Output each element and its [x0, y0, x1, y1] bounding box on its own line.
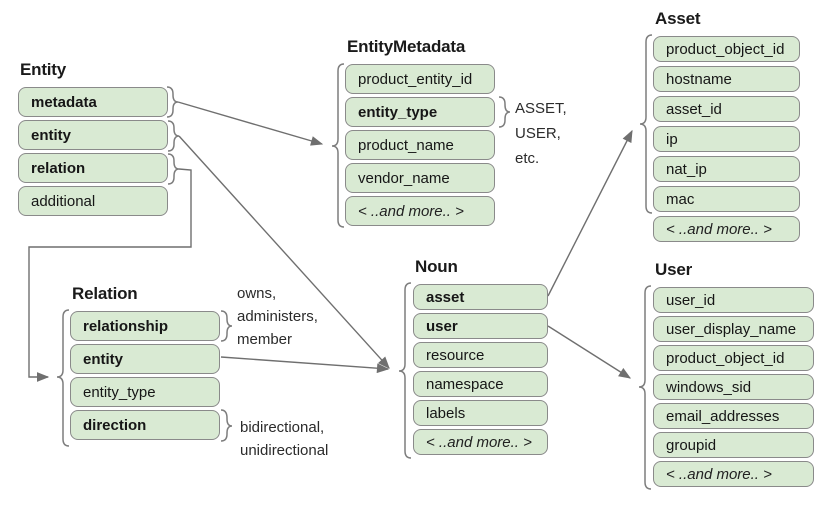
field-user: user	[413, 313, 548, 339]
brace-user-left	[638, 285, 652, 490]
entity-type-values-note: ASSET, USER, etc.	[515, 96, 567, 171]
note-line: bidirectional,	[240, 419, 325, 436]
user-rows: user_id user_display_name product_object…	[653, 287, 814, 487]
field-nat-ip: nat_ip	[653, 156, 800, 182]
field-mac: mac	[653, 186, 800, 212]
brace-entity-type-values	[498, 96, 511, 128]
entity-metadata-rows: product_entity_id entity_type product_na…	[345, 64, 495, 226]
field-resource: resource	[413, 342, 548, 368]
field-windows-sid: windows_sid	[653, 374, 814, 400]
user-table-title: User	[655, 260, 693, 279]
field-entity: entity	[18, 120, 168, 150]
asset-table: Asset product_object_id hostname asset_i…	[653, 9, 800, 242]
entity-rows: metadata entity relation additional	[18, 87, 168, 216]
direction-values-note: bidirectional, unidirectional	[240, 416, 328, 462]
brace-relation-left	[56, 309, 70, 447]
field-relation: relation	[18, 153, 168, 183]
field-and-more: < ..and more.. >	[653, 216, 800, 242]
note-line: etc.	[515, 150, 540, 167]
brace-entitymetadata-left	[331, 63, 345, 228]
brace-relationship-values	[220, 310, 233, 342]
arrow-noun-user-to-user	[547, 325, 632, 379]
brace-noun-left	[398, 282, 412, 459]
field-hostname: hostname	[653, 66, 800, 92]
field-product-name: product_name	[345, 130, 495, 160]
field-ip: ip	[653, 126, 800, 152]
brace-entity-relation-row	[167, 153, 180, 185]
noun-table: Noun asset user resource namespace label…	[413, 257, 548, 455]
field-asset: asset	[413, 284, 548, 310]
field-email-addresses: email_addresses	[653, 403, 814, 429]
field-entity-type: entity_type	[70, 377, 220, 407]
field-entity: entity	[70, 344, 220, 374]
field-entity-type: entity_type	[345, 97, 495, 127]
field-user-display-name: user_display_name	[653, 316, 814, 342]
relation-rows: relationship entity entity_type directio…	[70, 311, 220, 440]
note-line: ASSET,	[515, 100, 567, 117]
note-line: member	[237, 331, 293, 348]
noun-rows: asset user resource namespace labels < .…	[413, 284, 548, 455]
asset-rows: product_object_id hostname asset_id ip n…	[653, 36, 800, 242]
field-labels: labels	[413, 400, 548, 426]
field-user-id: user_id	[653, 287, 814, 313]
field-product-entity-id: product_entity_id	[345, 64, 495, 94]
noun-table-title: Noun	[415, 257, 458, 276]
brace-direction-values	[220, 409, 233, 442]
field-asset-id: asset_id	[653, 96, 800, 122]
note-line: administers,	[237, 308, 318, 325]
relation-table: Relation relationship entity entity_type…	[70, 284, 220, 440]
relationship-values-note: owns, administers, member	[237, 282, 318, 351]
field-product-object-id: product_object_id	[653, 36, 800, 62]
field-and-more: < ..and more.. >	[345, 196, 495, 226]
brace-asset-left	[639, 34, 653, 214]
asset-table-title: Asset	[655, 9, 701, 28]
entity-metadata-table-title: EntityMetadata	[347, 37, 466, 56]
field-and-more: < ..and more.. >	[413, 429, 548, 455]
field-direction: direction	[70, 410, 220, 440]
field-and-more: < ..and more.. >	[653, 461, 814, 487]
entity-metadata-table: EntityMetadata product_entity_id entity_…	[345, 37, 495, 226]
user-table: User user_id user_display_name product_o…	[653, 260, 814, 487]
brace-entity-metadata-row	[166, 86, 179, 118]
arrow-relation-entity-to-noun	[220, 356, 390, 374]
entity-table: Entity metadata entity relation addition…	[18, 60, 168, 216]
note-line: USER,	[515, 125, 561, 142]
note-line: owns,	[237, 285, 277, 302]
field-additional: additional	[18, 186, 168, 216]
field-vendor-name: vendor_name	[345, 163, 495, 193]
note-line: unidirectional	[240, 442, 329, 459]
arrow-metadata-to-entitymetadata	[177, 101, 324, 146]
relation-table-title: Relation	[72, 284, 138, 303]
entity-table-title: Entity	[20, 60, 67, 79]
field-product-object-id: product_object_id	[653, 345, 814, 371]
brace-entity-entity-row	[167, 120, 180, 152]
field-namespace: namespace	[413, 371, 548, 397]
field-groupid: groupid	[653, 432, 814, 458]
field-metadata: metadata	[18, 87, 168, 117]
field-relationship: relationship	[70, 311, 220, 341]
